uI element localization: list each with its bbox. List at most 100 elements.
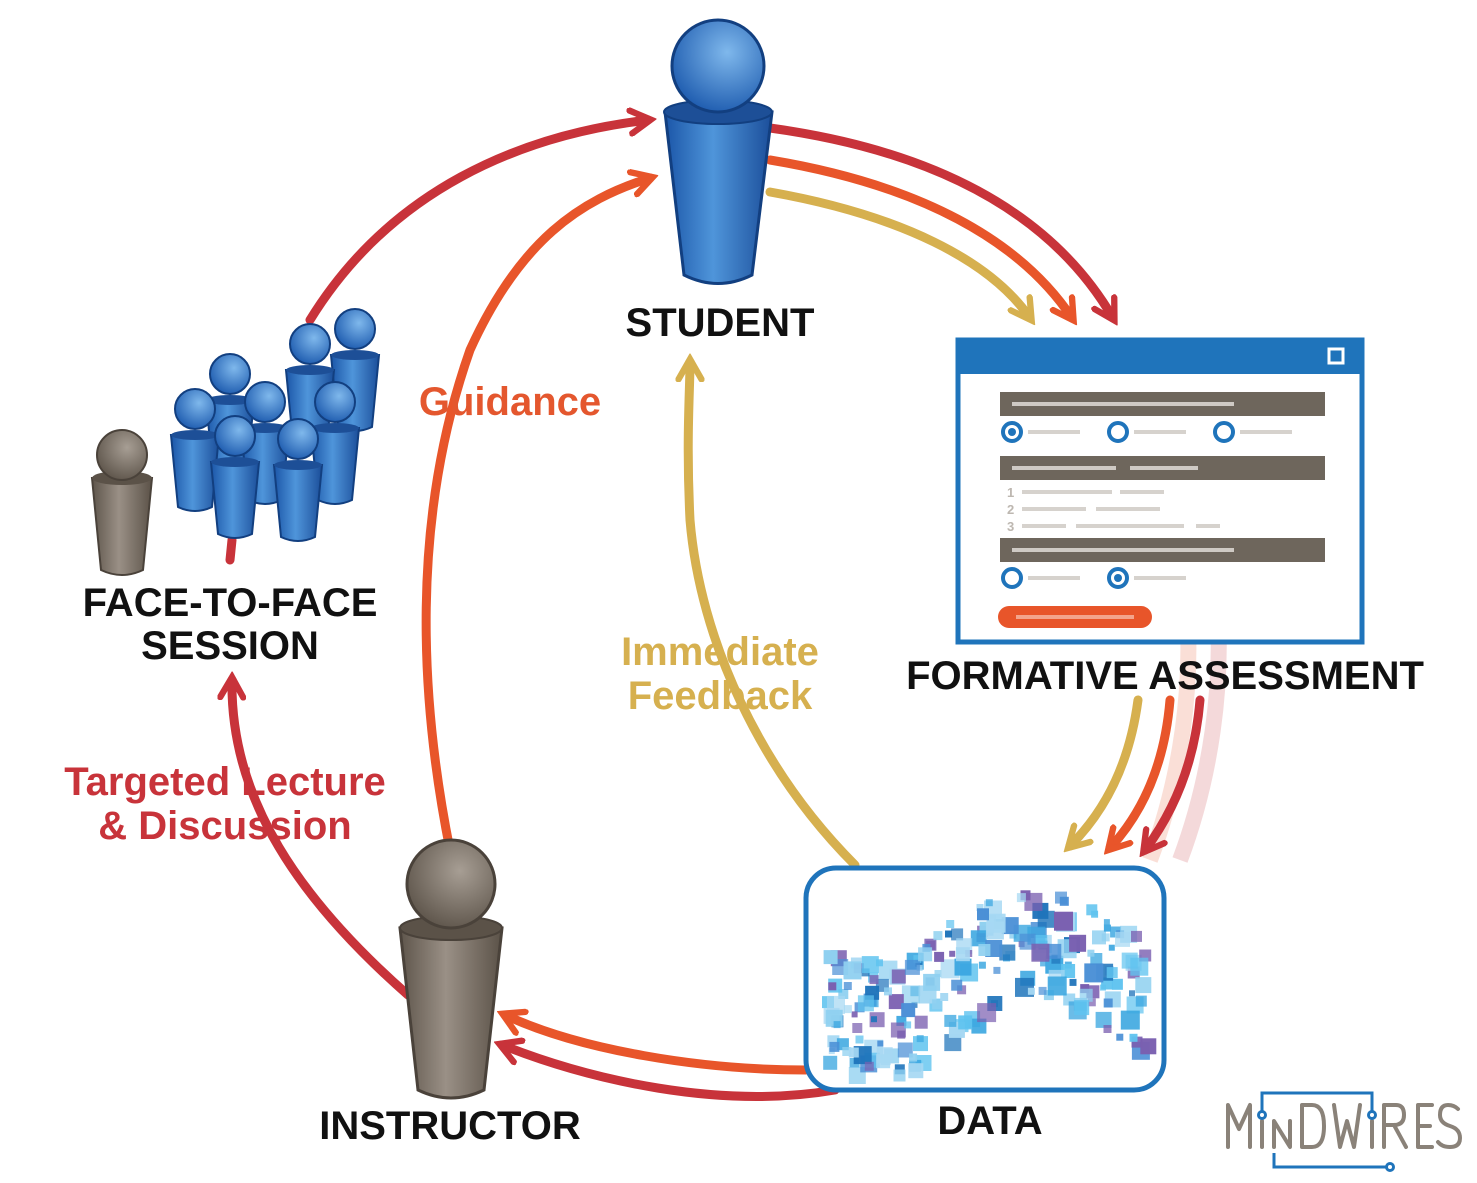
data-pixel [884, 987, 892, 996]
data-pixel [1055, 891, 1067, 904]
data-pixel [1111, 978, 1123, 990]
data-pixel [1038, 986, 1047, 995]
data-pixel [869, 998, 879, 1008]
data-to-instructor-arrows [502, 1015, 840, 1101]
data-pixel [918, 947, 933, 962]
instructor-to-f2f-arrow [232, 680, 413, 1000]
data-pixel [909, 1053, 918, 1062]
data-pixel [1135, 977, 1152, 994]
data-pixel [1040, 960, 1047, 967]
data-pixel [890, 1022, 906, 1038]
question-number-3: 3 [1007, 519, 1014, 534]
data-pixel [944, 1034, 962, 1052]
data-pixel [869, 975, 879, 985]
data-pixel [1131, 930, 1142, 942]
data-pixel [843, 961, 862, 980]
guidance-arrow [421, 178, 650, 855]
data-pixel [1092, 930, 1106, 945]
data-pixel [970, 930, 987, 947]
data-pixel [904, 959, 920, 975]
data-pixel [823, 950, 838, 965]
face-to-face-label-line1: FACE-TO-FACE [82, 581, 378, 625]
instructor-label: INSTRUCTOR [319, 1104, 581, 1148]
data-pixel [901, 985, 920, 1004]
data-pixel [1129, 1033, 1138, 1042]
data-pixel [1120, 1010, 1140, 1030]
brown-person-icon [90, 429, 154, 576]
data-pixel [891, 969, 906, 984]
data-pixel [978, 944, 991, 956]
data-pixel [1084, 963, 1104, 983]
data-pixel [933, 931, 943, 941]
data-pixel [916, 1035, 924, 1043]
student-label: STUDENT [625, 301, 815, 345]
data-pixel [1054, 911, 1073, 931]
data-pixel [986, 913, 1006, 933]
data-pixel [855, 1035, 864, 1044]
data-pixels-icon [803, 865, 1167, 1093]
data-pixel [1069, 934, 1087, 952]
mindwires-logo [1226, 1091, 1462, 1172]
data-pixel [1037, 910, 1055, 928]
data-pixel [934, 951, 945, 962]
data-pixel [1031, 943, 1050, 962]
data-pixel [1079, 988, 1093, 1002]
data-pixel [908, 1063, 924, 1079]
data-label: DATA [937, 1099, 1043, 1143]
data-pixel [869, 1012, 885, 1028]
data-pixel [901, 1003, 916, 1018]
data-pixel [913, 955, 922, 964]
data-pixel [1103, 924, 1111, 932]
form-window-icon: 1 2 3 [955, 337, 1365, 645]
targeted-lecture-line1: Targeted Lecture [64, 760, 386, 804]
data-pixel [1121, 952, 1138, 969]
data-pixel [934, 970, 942, 977]
data-pixel [876, 1054, 891, 1069]
data-pixel [857, 995, 874, 1012]
data-pixel [894, 1064, 905, 1075]
data-pixel [1115, 931, 1130, 947]
data-pixel [893, 1069, 906, 1082]
data-pixel [1047, 976, 1067, 996]
data-pixel [904, 1021, 912, 1029]
data-pixel [1051, 954, 1061, 964]
data-pixel [848, 1047, 859, 1058]
data-pixel [1103, 919, 1110, 926]
data-pixel [1129, 990, 1135, 997]
data-pixel [828, 982, 837, 991]
data-pixel [1069, 978, 1077, 986]
face-to-face-label-line2: SESSION [141, 624, 319, 669]
data-pixel [1095, 1011, 1112, 1028]
data-pixel [864, 1061, 874, 1071]
data-pixel [932, 999, 943, 1010]
data-pixel [842, 1047, 852, 1056]
data-pixel [977, 1003, 997, 1023]
data-pixel [954, 958, 972, 976]
data-pixel [971, 1018, 987, 1034]
guidance-label: Guidance [418, 380, 602, 424]
data-pixel [958, 1015, 973, 1030]
data-pixel [1131, 1036, 1143, 1048]
data-pixel [944, 1014, 957, 1027]
data-pixel [1087, 949, 1095, 957]
data-pixel [861, 956, 879, 974]
data-pixel [1086, 904, 1098, 916]
data-pixel [977, 908, 989, 921]
assessment-to-data-arrows [1070, 695, 1205, 850]
data-pixel [852, 1023, 863, 1033]
immediate-feedback-line1: Immediate [621, 630, 819, 674]
data-pixel [896, 1015, 907, 1026]
data-pixel [897, 1042, 913, 1058]
data-pixel [923, 973, 941, 991]
formative-assessment-label: FORMATIVE ASSESSMENT [906, 654, 1424, 698]
group-figures-icon [90, 308, 380, 576]
data-pixel [951, 928, 964, 941]
data-pixel [1135, 995, 1147, 1007]
data-pixel [823, 1055, 838, 1070]
student-to-assessment-arrows [765, 123, 1113, 318]
data-pixel [843, 1005, 852, 1014]
data-pixel [851, 1011, 858, 1018]
data-pixel [1027, 987, 1035, 995]
data-pixel-field [822, 890, 1157, 1084]
